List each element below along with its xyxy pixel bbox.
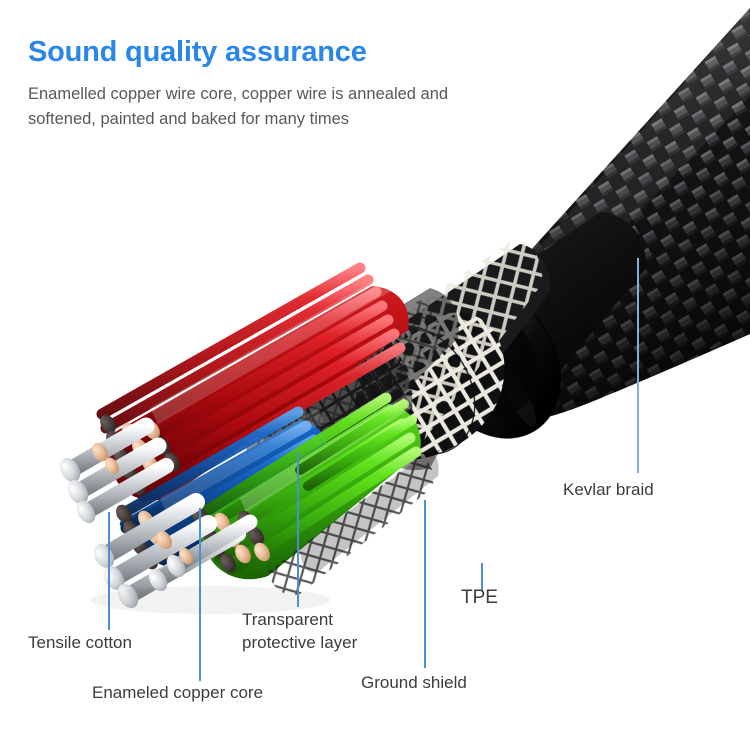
leader-line-kevlar-braid xyxy=(637,258,639,473)
callout-label-enameled-copper-core: Enameled copper core xyxy=(92,683,264,702)
callout-label-tpe: TPE xyxy=(461,587,498,608)
callout-label-ground-shield: Ground shield xyxy=(361,673,467,692)
subtitle-line-2: softened, painted and baked for many tim… xyxy=(28,110,350,128)
transparent-layer-underside xyxy=(268,450,439,595)
leader-line-tensile-cotton xyxy=(108,512,110,630)
leader-line-tpe xyxy=(481,563,483,591)
leader-line-ground-shield xyxy=(424,500,426,668)
callout-label-transparent-line-2: protective layer xyxy=(242,633,358,652)
callout-label-kevlar-braid: Kevlar braid xyxy=(563,480,654,499)
page-title: Sound quality assurance xyxy=(28,36,367,68)
leader-line-transparent-protective-layer xyxy=(297,452,299,607)
wire-bundle-green xyxy=(192,392,422,580)
callout-label-transparent-protective-layer: Transparent protective layer xyxy=(242,608,402,654)
page-subtitle: Enamelled copper wire core, copper wire … xyxy=(28,82,688,132)
copper-core-ends xyxy=(92,442,270,565)
subtitle-line-1: Enamelled copper wire core, copper wire … xyxy=(28,85,449,103)
callout-label-transparent-line-1: Transparent xyxy=(242,610,334,629)
leader-line-enameled-copper-core xyxy=(199,508,201,681)
callout-label-tensile-cotton: Tensile cotton xyxy=(28,633,132,652)
